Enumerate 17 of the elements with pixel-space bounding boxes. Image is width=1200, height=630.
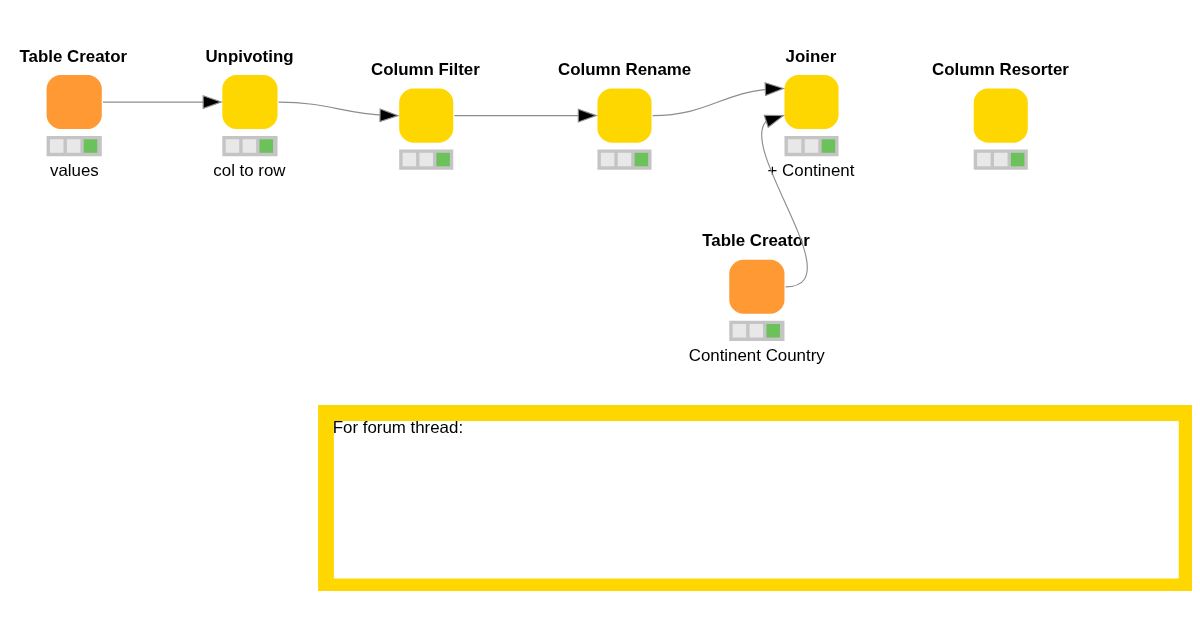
node-label: Continent Country [688, 346, 825, 366]
node-label: Column Filter [371, 60, 480, 80]
node-label: values [49, 161, 99, 181]
node-label: Table Creator [702, 231, 810, 251]
node-label: Column Resorter [932, 60, 1069, 80]
node-label: + Continent [767, 161, 855, 181]
node-label: Table Creator [19, 46, 128, 66]
arrow [652, 82, 786, 117]
arrow [278, 101, 400, 123]
arrow [761, 114, 808, 288]
node-label: Joiner [785, 46, 837, 66]
node-label: Unpivoting [205, 46, 294, 66]
node-box: For forum thread: [318, 405, 1192, 591]
node-label: Column Rename [558, 60, 692, 80]
arrow [453, 108, 599, 123]
node-label: col to row [213, 161, 286, 181]
arrow [102, 95, 223, 110]
